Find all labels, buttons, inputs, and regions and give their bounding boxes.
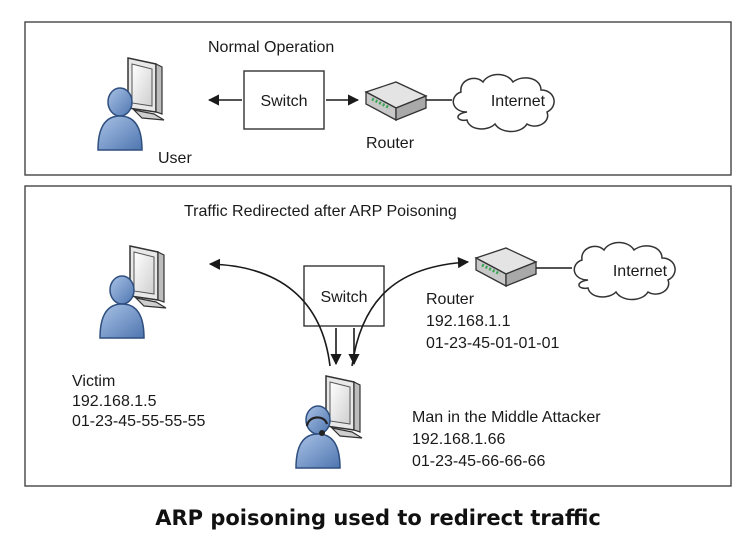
victim-mac: 01-23-45-55-55-55	[72, 413, 206, 430]
arrow-attacker-to-router	[351, 257, 470, 367]
normal-internet-label: Internet	[491, 93, 546, 110]
router-name: Router	[426, 291, 475, 308]
victim-name: Victim	[72, 373, 115, 390]
attacker-ip: 192.168.1.66	[412, 431, 506, 448]
normal-switch-label: Switch	[260, 93, 307, 110]
figure-caption: ARP poisoning used to redirect traffic	[155, 506, 601, 530]
normal-router-label: Router	[366, 135, 415, 152]
attacker-name: Man in the Middle Attacker	[412, 409, 601, 426]
attacker-headset-icon	[305, 416, 329, 427]
poison-internet-label: Internet	[613, 263, 668, 280]
normal-switch-box	[243, 70, 325, 130]
user-label: User	[158, 150, 192, 167]
poisoning-heading: Traffic Redirected after ARP Poisoning	[184, 203, 457, 220]
poison-switch-box	[303, 265, 385, 327]
victim-ip: 192.168.1.5	[72, 393, 157, 410]
normal-operation-heading: Normal Operation	[208, 39, 334, 56]
poison-switch-label: Switch	[320, 289, 367, 306]
router-ip: 192.168.1.1	[426, 313, 511, 330]
attacker-mac: 01-23-45-66-66-66	[412, 453, 546, 470]
router-mac: 01-23-45-01-01-01	[426, 335, 560, 352]
arrow-attacker-to-victim	[208, 258, 331, 367]
